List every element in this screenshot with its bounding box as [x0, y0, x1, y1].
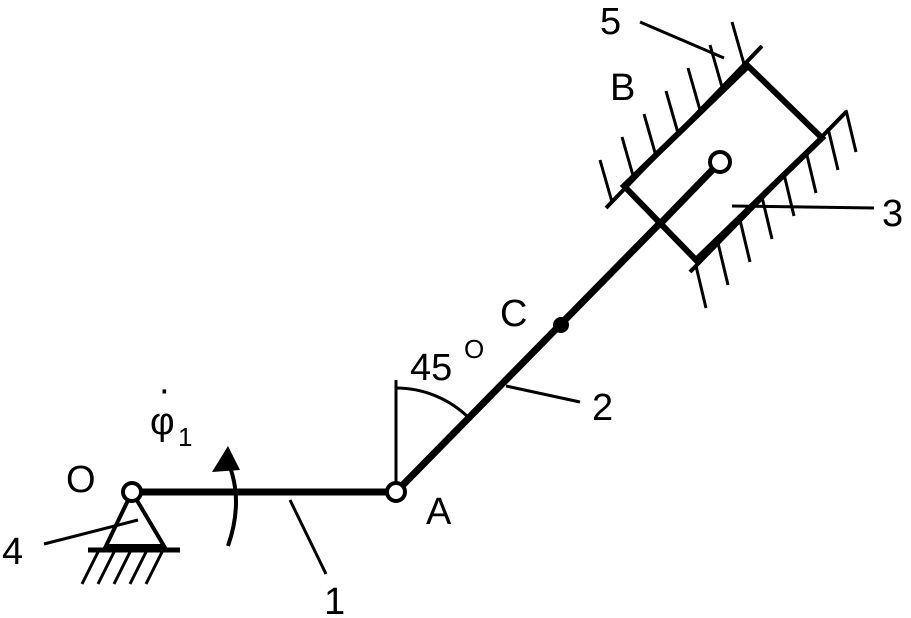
slider-rod-segment [655, 159, 723, 229]
label-c: C [500, 293, 527, 335]
label-b: B [610, 67, 635, 109]
angle-label: 45 [410, 347, 452, 389]
angle-degree-mark: O [464, 334, 484, 364]
rotation-arrow [226, 461, 238, 547]
guide-5-upper [598, 21, 764, 210]
angle-arc [395, 386, 471, 420]
label-part-3: 3 [882, 193, 903, 235]
label-part-5: 5 [600, 1, 621, 43]
omega-dot: · [158, 369, 171, 411]
point-c-dot [553, 317, 569, 333]
label-o: O [66, 459, 96, 501]
omega-subscript: 1 [178, 422, 192, 452]
label-link-1: 1 [324, 581, 345, 618]
leader-lines [43, 20, 875, 575]
ground-support-4 [80, 487, 180, 585]
slider-pin [708, 150, 732, 174]
label-part-4: 4 [2, 531, 23, 573]
label-a: A [426, 491, 452, 533]
guide-lower [688, 109, 858, 309]
rotation-arrowhead [212, 446, 240, 472]
joint-a [385, 481, 407, 503]
omega-symbol: φ [150, 401, 175, 443]
joint-o [121, 481, 143, 503]
label-link-2: 2 [592, 387, 613, 429]
